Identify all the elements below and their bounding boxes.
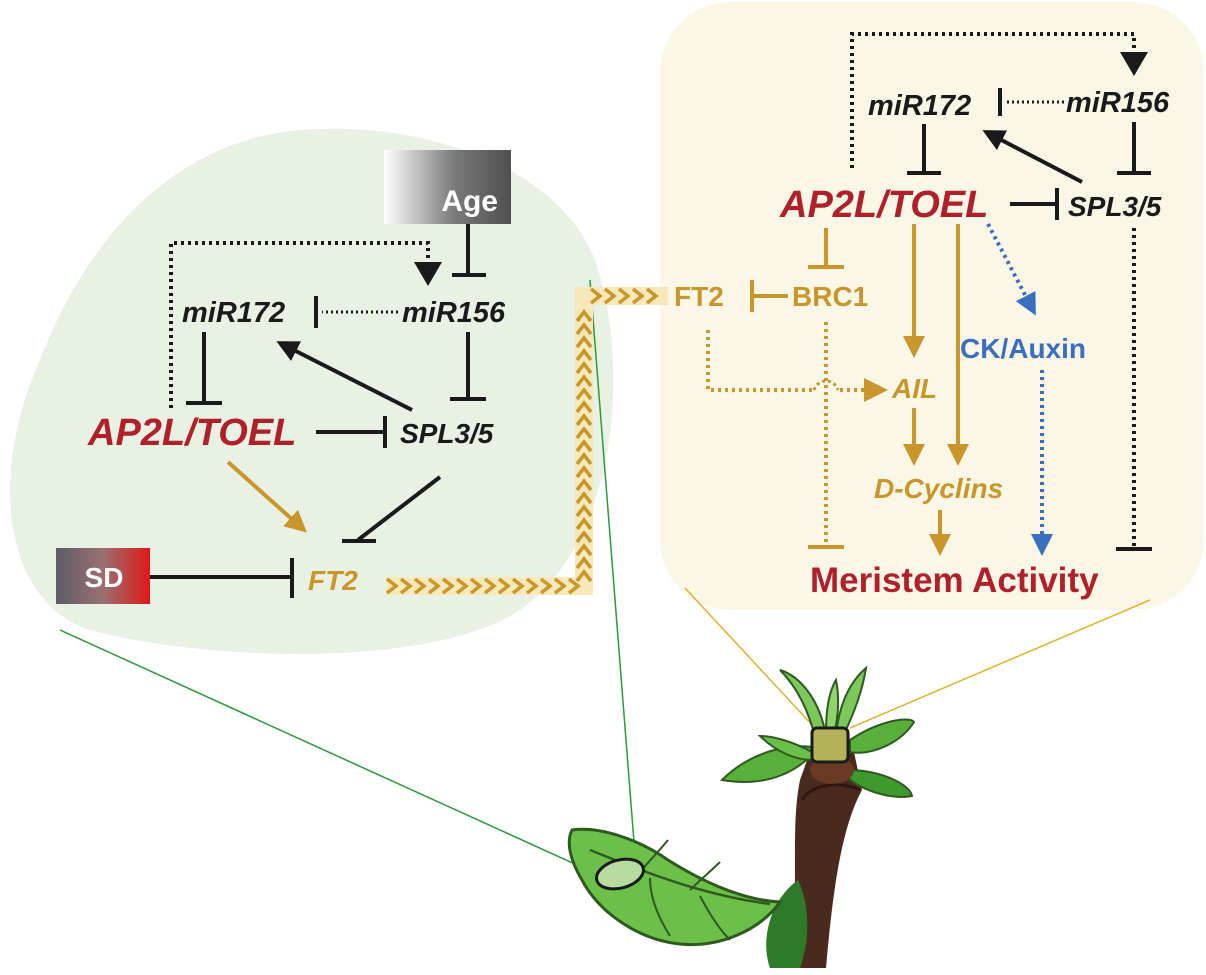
transport-chevron bbox=[469, 577, 483, 595]
leaf-highlight-marker bbox=[595, 857, 645, 891]
transport-chevron bbox=[575, 426, 593, 440]
leaf-dotted-feedback bbox=[169, 241, 430, 408]
d-cyclins-label: D-Cyclins bbox=[874, 473, 1003, 504]
bud-ap2l-toel-label: AP2L/TOEL bbox=[779, 184, 988, 226]
bud-zoom-line bbox=[849, 599, 1151, 729]
transport-chevron bbox=[575, 374, 593, 388]
bud-brc1-label: BRC1 bbox=[792, 281, 868, 312]
ck-auxin-label: CK/Auxin bbox=[960, 333, 1086, 364]
transport-chevron bbox=[617, 287, 631, 305]
leaf-zoom-line bbox=[59, 629, 611, 881]
bud-panel-background bbox=[660, 2, 1204, 610]
transport-chevron bbox=[399, 577, 413, 595]
transport-chevron bbox=[427, 577, 441, 595]
transport-chevron bbox=[455, 577, 469, 595]
transport-chevron bbox=[539, 577, 553, 595]
leaf-mir156-label: miR156 bbox=[402, 297, 506, 329]
leaf-ap2l-toel-label: AP2L/TOEL bbox=[87, 412, 296, 454]
transport-chevron bbox=[575, 478, 593, 492]
leaf-panel-background bbox=[10, 128, 614, 654]
transport-chevron bbox=[511, 577, 525, 595]
age-label: Age bbox=[441, 185, 498, 218]
transport-chevron bbox=[385, 577, 399, 595]
transport-chevron bbox=[525, 577, 539, 595]
bud-spl35-label: SPL3/5 bbox=[1068, 191, 1162, 222]
age-box bbox=[384, 150, 511, 224]
transport-chevron bbox=[575, 400, 593, 414]
transport-chevron bbox=[589, 287, 603, 305]
transport-chevron bbox=[575, 309, 593, 323]
bud-network: miR172 miR156 AP2L/TOEL SPL3/5 FT2 BRC1 bbox=[674, 32, 1170, 600]
transport-chevron bbox=[575, 465, 593, 479]
transport-chevron bbox=[631, 287, 645, 305]
plant-stem bbox=[790, 752, 862, 968]
bud-dotted-feedback bbox=[850, 32, 1136, 168]
plant-illustration bbox=[567, 665, 916, 968]
transport-chevron bbox=[575, 387, 593, 401]
sd-box bbox=[56, 548, 150, 604]
transport-chevron bbox=[575, 335, 593, 349]
transport-chevron bbox=[497, 577, 511, 595]
bud-highlight-marker bbox=[810, 726, 850, 764]
leaf-network: Age miR172 miR156 AP2L/TOEL SPL3/5 bbox=[56, 150, 511, 604]
transport-chevron bbox=[575, 413, 593, 427]
transport-chevron bbox=[575, 504, 593, 518]
leaf-spl35-label: SPL3/5 bbox=[400, 418, 494, 449]
transport-chevron bbox=[567, 577, 581, 595]
bud-mir156-label: miR156 bbox=[1066, 87, 1170, 119]
transport-chevron bbox=[441, 577, 455, 595]
transport-chevron bbox=[575, 361, 593, 375]
transport-chevron bbox=[645, 287, 659, 305]
ft2-transport-chevrons bbox=[385, 287, 659, 595]
transport-chevron bbox=[483, 577, 497, 595]
transport-chevron bbox=[413, 577, 427, 595]
meristem-activity-label: Meristem Activity bbox=[810, 561, 1099, 600]
plant-lower-leaf bbox=[766, 880, 808, 968]
transport-chevron bbox=[575, 517, 593, 531]
bud-mir172-label: miR172 bbox=[868, 90, 971, 122]
transport-chevron bbox=[575, 439, 593, 453]
transport-chevron bbox=[575, 322, 593, 336]
ail-label: AIL bbox=[891, 373, 937, 404]
transport-chevron bbox=[575, 491, 593, 505]
transport-chevron bbox=[575, 569, 593, 583]
bud-ft2-label: FT2 bbox=[674, 281, 724, 312]
transport-chevron bbox=[575, 556, 593, 570]
transport-chevron bbox=[575, 348, 593, 362]
transport-chevron bbox=[575, 543, 593, 557]
leaf-zoom-line bbox=[589, 279, 636, 856]
transport-chevron bbox=[575, 452, 593, 466]
sd-label: SD bbox=[85, 562, 124, 593]
transport-chevron bbox=[575, 530, 593, 544]
transport-chevron bbox=[553, 577, 567, 595]
transport-chevron bbox=[603, 287, 617, 305]
leaf-mir172-label: miR172 bbox=[182, 297, 285, 329]
leaf-ft2-label: FT2 bbox=[308, 565, 358, 596]
bud-zoom-line bbox=[684, 587, 816, 729]
